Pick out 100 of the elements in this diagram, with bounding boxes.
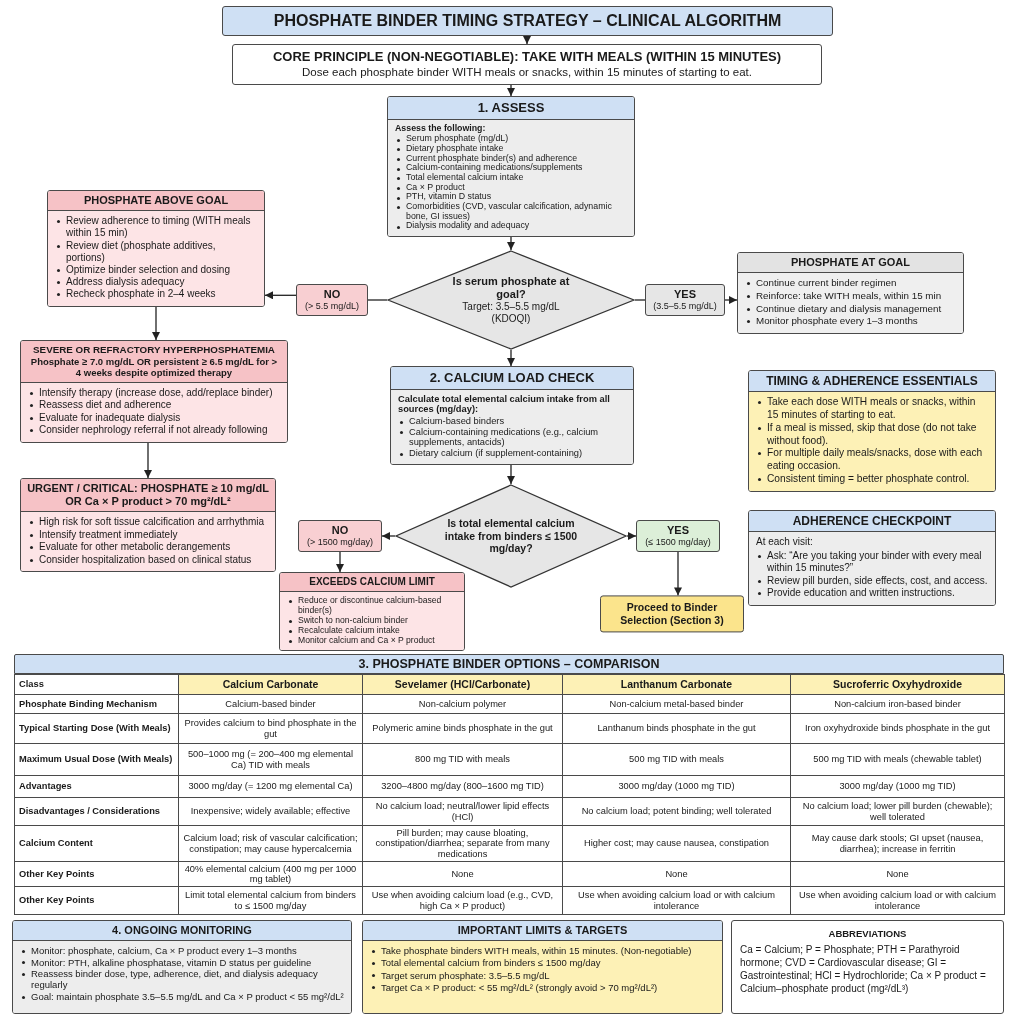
arrow — [507, 464, 515, 485]
arrow — [724, 296, 738, 304]
table-cell: Iron oxyhydroxide binds phosphate in the gut — [790, 713, 1005, 744]
arrow — [264, 291, 297, 300]
section-header: 3. PHOSPHATE BINDER OPTIONS – COMPARISON — [14, 654, 1004, 674]
panel-text: Ca = Calcium; P = Phosphate; PTH = Parathyroid hormone; CVD = Cardiovascular disease; GI = Gastrointestinal; HCl = Hydrochloride; Ca × P product = Calcium–phosphate product (mg²/dL³) — [740, 943, 987, 995]
next-step-box: Proceed to Binder Selection (Section 3) — [600, 595, 744, 633]
tag-label: YES — [673, 288, 697, 302]
row-header: Other Key Points — [14, 886, 179, 915]
arrow — [523, 35, 531, 45]
bullet-item: Continue current binder regimen — [745, 277, 956, 290]
bullet-item: Optimize binder selection and dosing — [55, 263, 257, 277]
card — [737, 252, 964, 335]
bullet-item: Dietary calcium (if supplement-containing) — [398, 448, 626, 459]
table-cell: 500–1000 mg (= 200–400 mg elemental Ca) TID with meals — [178, 743, 363, 776]
bullet-item: Calcium-containing medications (e.g., calcium supplements, antacids) — [398, 426, 626, 449]
bullet-item: Current phosphate binder(s) and adherence — [395, 153, 627, 164]
bullet-item: Address dialysis adequacy — [55, 276, 257, 289]
table-cell: None — [362, 861, 563, 887]
card — [362, 920, 723, 1014]
body-text: At each visit: — [756, 536, 814, 549]
card — [47, 190, 265, 307]
bullet-item: If a meal is missed, skip that dose (do not take without food). — [756, 421, 988, 448]
table-cell: 3000 mg/day (1000 mg TID) — [562, 775, 791, 798]
arrow — [152, 305, 160, 341]
bullet-item: Intensify treatment immediately — [28, 528, 268, 542]
table-cell: Lanthanum binds phosphate in the gut — [562, 713, 791, 744]
column-header: Sucroferric Oxyhydroxide — [790, 674, 1005, 695]
card-header: ADHERENCE CHECKPOINT — [749, 511, 995, 533]
card-header: PHOSPHATE AT GOAL — [738, 253, 963, 274]
table-cell: Calcium load; risk of vascular calcification; constipation; may cause hypercalcemia — [178, 825, 363, 862]
arrow — [381, 532, 396, 540]
question-text: Is serum phosphate at goal? — [451, 274, 571, 302]
bullet-item: Review adherence to timing (WITH meals within 15 min) — [55, 215, 257, 240]
branch-tag — [645, 284, 725, 316]
bullet-item: Intensify therapy (increase dose, add/replace binder) — [28, 386, 280, 400]
row-header: Maximum Usual Dose (With Meals) — [14, 743, 179, 776]
bullet-item: Monitor phosphate every 1–3 months — [745, 315, 956, 329]
arrow — [674, 551, 682, 597]
tag-label: NO — [322, 288, 342, 302]
title-banner: PHOSPHATE BINDER TIMING STRATEGY – CLINICAL ALGORITHM — [222, 6, 833, 36]
bullet-item: Take phosphate binders WITH meals, within 15 minutes. (Non-negotiable) — [370, 945, 715, 958]
bullet-item: Dialysis modality and adequacy — [395, 221, 627, 231]
card-subtitle: Phosphate ≥ 7.0 mg/dL OR persistent ≥ 6.5 mg/dL for > 4 weeks despite optimized therapy — [29, 355, 279, 379]
arrow — [507, 349, 515, 367]
question-text: Is total elemental calcium intake from binders ≤ 1500 mg/day? — [444, 517, 578, 555]
arrow — [144, 441, 152, 479]
card — [279, 572, 465, 652]
branch-tag — [298, 520, 382, 552]
bullet-item: Total elemental calcium from binders ≤ 1500 mg/day — [370, 957, 715, 970]
bullet-item: Comorbidities (CVD, vascular calcification, adynamic bone, GI issues) — [395, 201, 627, 222]
card-header: TIMING & ADHERENCE ESSENTIALS — [749, 371, 995, 393]
bullet-item: Calcium-containing medications/supplements — [395, 163, 627, 173]
branch-tag — [296, 284, 368, 316]
branch-tag — [636, 520, 720, 552]
bullet-item: Total elemental calcium intake — [395, 172, 627, 183]
bullet-item: High risk for soft tissue calcification and arrhythmia — [28, 516, 268, 529]
abbreviations-panel — [731, 920, 1004, 1014]
table-cell: Higher cost; may cause nausea, constipation — [562, 825, 791, 862]
row-header: Advantages — [14, 775, 179, 798]
card — [748, 510, 996, 606]
table-cell: No calcium load; potent binding; well tolerated — [562, 797, 791, 826]
table-cell: Limit total elemental calcium from binders to ≤ 1500 mg/day — [178, 886, 363, 915]
arrow — [507, 236, 515, 251]
table-cell: 3200–4800 mg/day (800–1600 mg TID) — [362, 775, 563, 798]
bullet-item: Reinforce: take WITH meals, within 15 min — [745, 289, 956, 303]
table-cell: 800 mg TID with meals — [362, 743, 563, 776]
tag-condition: (3.5–5.5 mg/dL) — [652, 301, 718, 312]
column-header: Calcium Carbonate — [178, 674, 363, 695]
table-cell: No calcium load; lower pill burden (chewable); well tolerated — [790, 797, 1005, 826]
bullet-item: Review pill burden, side effects, cost, and access. — [756, 574, 988, 588]
card — [20, 340, 288, 443]
table-cell: 3000 mg/day (= 1200 mg elemental Ca) — [178, 775, 363, 798]
table-cell: None — [790, 861, 1005, 887]
bullet-item: Provide education and written instructions. — [756, 587, 988, 600]
bullet-item: Recalculate calcium intake — [287, 625, 457, 636]
banner-heading: CORE PRINCIPLE (NON-NEGOTIABLE): TAKE WITH MEALS (WITHIN 15 MINUTES) — [271, 49, 783, 66]
column-header: Lanthanum Carbonate — [562, 674, 791, 695]
card-header: 4. ONGOING MONITORING — [13, 921, 351, 942]
bullet-item: Reduce or discontinue calcium-based binder(s) — [287, 596, 457, 616]
arrow — [336, 551, 344, 573]
table-cell: Provides calcium to bind phosphate in the gut — [178, 713, 363, 744]
bullet-item: Goal: maintain phosphate 3.5–5.5 mg/dL and Ca × P product < 55 mg²/dL² — [20, 990, 344, 1003]
card — [390, 366, 634, 465]
card-header: URGENT / CRITICAL: PHOSPHATE ≥ 10 mg/dL OR Ca × P product > 70 mg²/dL² — [21, 479, 275, 513]
tag-condition: (> 1500 mg/day) — [306, 537, 374, 548]
banner-text: Dose each phosphate binder WITH meals or snacks, within 15 minutes of starting to eat. — [301, 65, 753, 80]
panel-title: ABBREVIATIONS — [827, 928, 908, 939]
column-header: Sevelamer (HCl/Carbonate) — [362, 674, 563, 695]
bullet-item: Evaluate for other metabolic derangements — [28, 541, 268, 554]
decision-diamond — [387, 250, 635, 350]
card — [12, 920, 352, 1014]
table-cell: 500 mg TID with meals — [562, 743, 791, 776]
bullet-item: Recheck phosphate in 2–4 weeks — [55, 288, 257, 301]
card-header: 1. ASSESS — [388, 97, 634, 120]
bullet-item: Evaluate for inadequate dialysis — [28, 411, 280, 425]
connector-line — [634, 299, 646, 301]
bullet-item: Reassess binder dose, type, adherence, diet, and dialysis adequacy regularly — [20, 967, 344, 991]
connector-line — [367, 299, 388, 301]
principle-banner — [232, 44, 822, 85]
